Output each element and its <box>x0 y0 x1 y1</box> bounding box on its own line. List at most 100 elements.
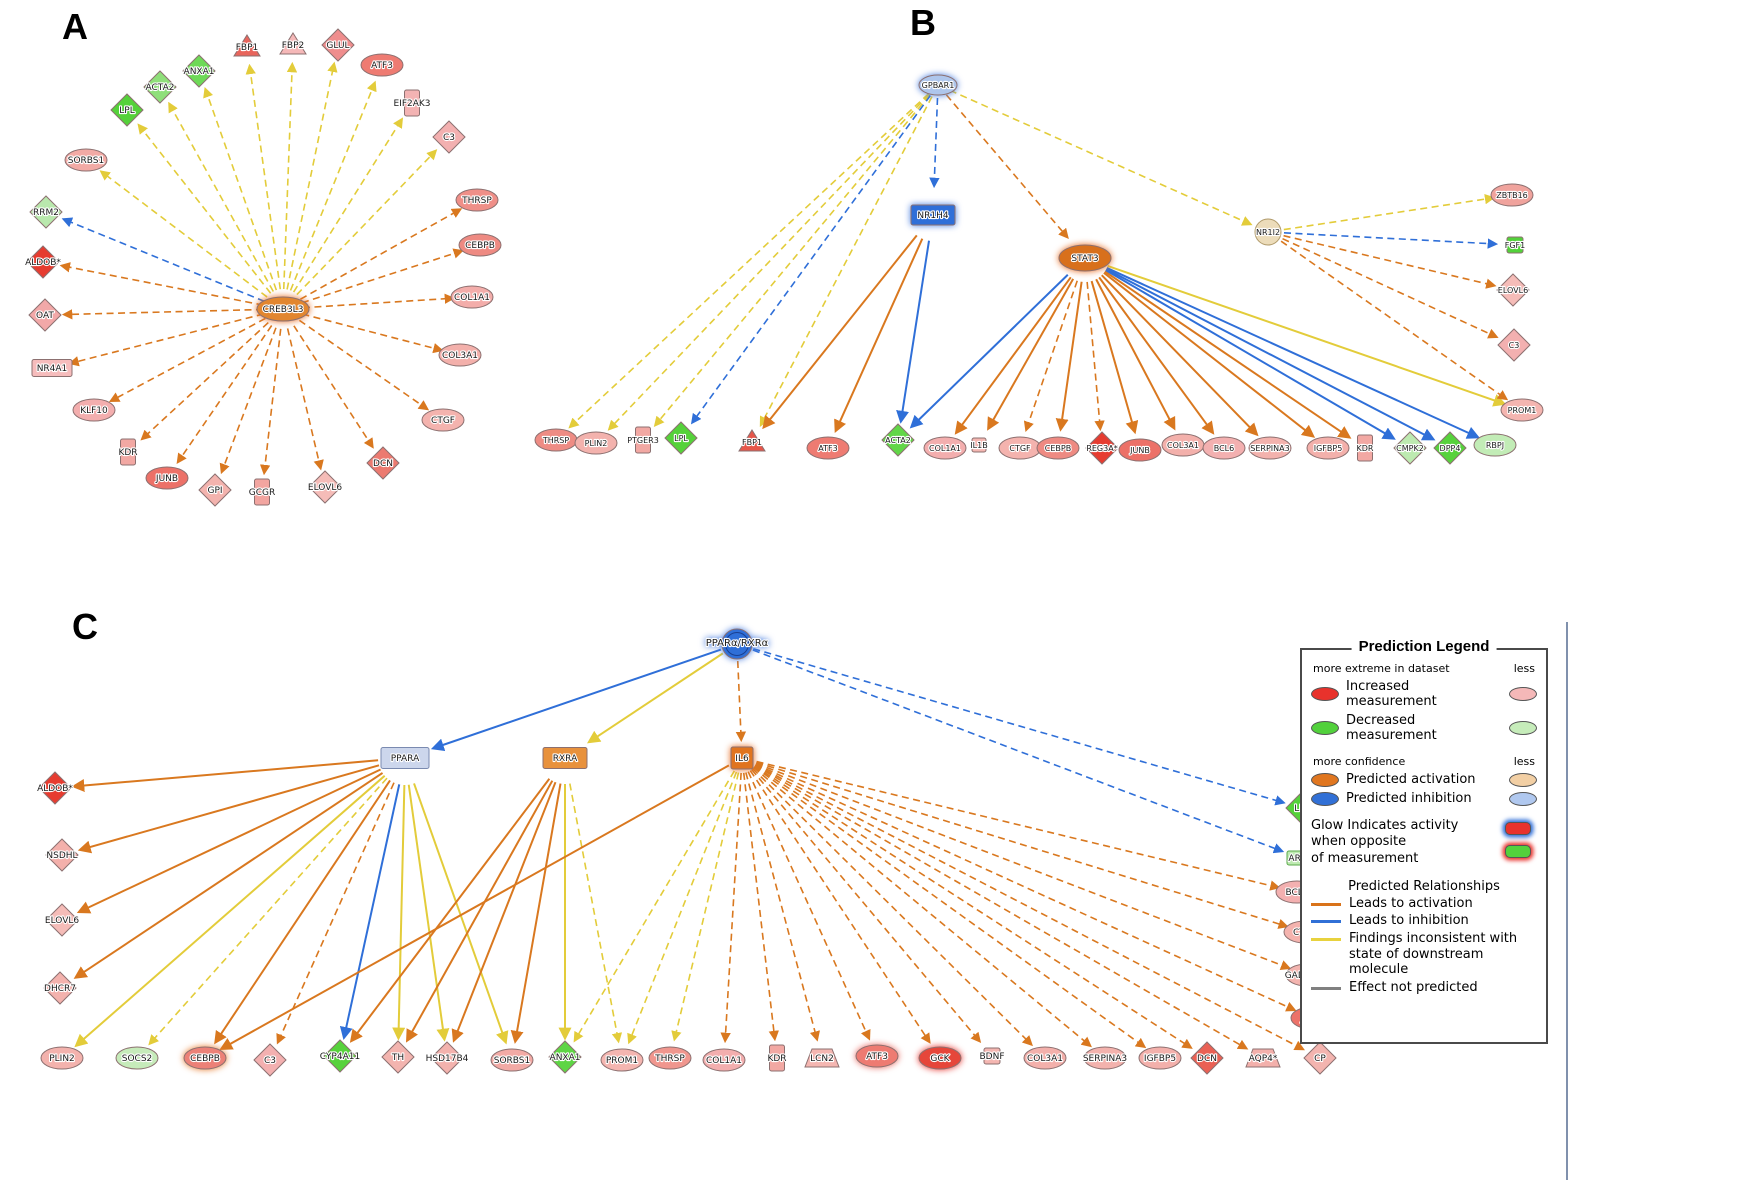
node-B-FGF1[interactable]: FGF1 <box>1504 236 1526 254</box>
node-A-ALDOB[interactable]: ALDOB* <box>24 245 63 279</box>
node-A-SORBS1[interactable]: SORBS1 <box>64 148 108 172</box>
node-B-NR1I2[interactable]: NR1I2 <box>1254 218 1282 246</box>
node-C-NSDHL[interactable]: NSDHL <box>45 838 79 872</box>
node-C-COL1A1[interactable]: COL1A1 <box>702 1048 746 1072</box>
node-B-REG3A[interactable]: REG3A* <box>1085 431 1119 465</box>
node-A-C3[interactable]: C3 <box>432 120 466 154</box>
node-C-THRSP[interactable]: THRSP <box>648 1046 692 1070</box>
node-B-PROM1[interactable]: PROM1 <box>1500 398 1544 422</box>
node-A-RRM2[interactable]: RRM2 <box>29 195 63 229</box>
node-A-HUB[interactable]: CREB3L3 <box>256 296 310 322</box>
node-A-NR4A1[interactable]: NR4A1 <box>31 359 73 377</box>
node-A-OAT[interactable]: OAT <box>28 298 62 332</box>
node-C-COL3A1[interactable]: COL3A1 <box>1023 1046 1067 1070</box>
node-C-ALDOB[interactable]: ALDOB* <box>36 771 75 805</box>
node-B-CEBPB[interactable]: CEBPB <box>1036 436 1080 460</box>
node-C-BDNF[interactable]: BDNF <box>978 1047 1006 1065</box>
legend-title: Prediction Legend <box>1351 638 1497 655</box>
node-label-ELOVL6: ELOVL6 <box>308 483 342 493</box>
node-C-SOCS2[interactable]: SOCS2 <box>115 1046 159 1070</box>
node-C-SERPINA3[interactable]: SERPINA3 <box>1082 1046 1128 1070</box>
edge-HUB-ATF3 <box>289 80 377 291</box>
node-A-ELOVL6[interactable]: ELOVL6 <box>307 470 343 504</box>
legend-row-inhibition: Predicted inhibition <box>1311 791 1537 806</box>
node-B-FBP1[interactable]: FBP1 <box>738 429 766 452</box>
node-C-PPARA[interactable]: PPARA <box>380 747 430 769</box>
node-B-IL1B[interactable]: IL1B <box>969 437 989 453</box>
node-C-SORBS1[interactable]: SORBS1 <box>490 1048 534 1072</box>
node-C-DCN[interactable]: DCN <box>1190 1041 1224 1075</box>
inhibition-line-icon <box>1311 920 1341 924</box>
node-A-JUNB[interactable]: JUNB <box>145 466 189 490</box>
node-C-RXRA[interactable]: RXRA <box>542 747 588 769</box>
node-A-EIF2AK3[interactable]: EIF2AK3 <box>392 89 432 117</box>
node-C-ANXA1[interactable]: ANXA1 <box>548 1040 582 1074</box>
node-label-NSDHL: NSDHL <box>46 851 77 861</box>
edge-HUB-KDR <box>140 321 269 441</box>
node-C-TH[interactable]: TH <box>381 1040 415 1074</box>
node-A-COL3A1[interactable]: COL3A1 <box>438 343 482 367</box>
node-B-PLIN2[interactable]: PLIN2 <box>574 431 618 455</box>
node-A-GPI[interactable]: GPI <box>198 473 232 507</box>
node-B-DPP4[interactable]: DPP4 <box>1433 431 1467 465</box>
node-C-DHCR7[interactable]: DHCR7 <box>43 971 77 1005</box>
node-B-ATF3[interactable]: ATF3 <box>806 436 850 460</box>
node-label-IL6: IL6 <box>735 754 749 764</box>
node-C-CP[interactable]: CP <box>1303 1041 1337 1075</box>
node-C-PROM1[interactable]: PROM1 <box>600 1048 644 1072</box>
node-A-GLUL[interactable]: GLUL <box>321 28 355 62</box>
node-B-RBPJ[interactable]: RBPJ <box>1473 433 1517 457</box>
node-B-BCL6[interactable]: BCL6 <box>1202 436 1246 460</box>
node-B-C3[interactable]: C3 <box>1497 328 1531 362</box>
node-B-SERPINA3[interactable]: SERPINA3 <box>1248 436 1292 460</box>
node-A-KLF10[interactable]: KLF10 <box>72 398 116 422</box>
node-C-C3[interactable]: C3 <box>253 1043 287 1077</box>
node-C-CEBPB[interactable]: CEBPB <box>183 1046 227 1070</box>
node-A-CEBPB[interactable]: CEBPB <box>458 233 502 257</box>
node-A-CTGF[interactable]: CTGF <box>421 408 465 432</box>
node-B-ELOVL6[interactable]: ELOVL6 <box>1496 273 1530 307</box>
edge-HUB-KLF10 <box>108 317 266 403</box>
node-B-COL1A1[interactable]: COL1A1 <box>923 436 967 460</box>
node-A-ATF3[interactable]: ATF3 <box>360 53 404 77</box>
node-B-STAT3[interactable]: STAT3 <box>1058 244 1112 272</box>
node-C-ELOVL6[interactable]: ELOVL6 <box>44 903 80 937</box>
node-B-IGFBP5[interactable]: IGFBP5 <box>1306 436 1350 460</box>
node-B-GPBAR1[interactable]: GPBAR1 <box>918 74 958 96</box>
node-C-HSD17B4[interactable]: HSD17B4 <box>425 1041 470 1075</box>
node-A-ANXA1[interactable]: ANXA1 <box>182 54 216 88</box>
node-A-KDR[interactable]: KDR <box>117 438 139 466</box>
node-C-IL6[interactable]: IL6 <box>730 746 754 770</box>
node-A-ACTA2[interactable]: ACTA2 <box>143 70 177 104</box>
node-B-JUNB[interactable]: JUNB <box>1118 438 1162 462</box>
node-B-KDR[interactable]: KDR <box>1355 434 1375 462</box>
node-B-THRSP[interactable]: THRSP <box>534 428 578 452</box>
node-C-CYP4A11[interactable]: CYP4A11 <box>319 1039 361 1073</box>
node-A-LPL[interactable]: LPL <box>110 93 144 127</box>
node-A-THRSP[interactable]: THRSP <box>455 188 499 212</box>
node-C-AQP4[interactable]: AQP4* <box>1245 1048 1281 1068</box>
edge-RXRA-TH <box>405 780 554 1043</box>
node-A-FBP1[interactable]: FBP1 <box>233 34 261 57</box>
node-B-PTGER3[interactable]: PTGER3 <box>626 426 660 454</box>
node-B-ACTA2[interactable]: ACTA2 <box>881 423 915 457</box>
panel-a-label: A <box>62 6 88 47</box>
node-A-DCN[interactable]: DCN <box>366 446 400 480</box>
node-C-IGFBP5[interactable]: IGFBP5 <box>1138 1046 1182 1070</box>
node-B-LPL[interactable]: LPL <box>664 421 698 455</box>
node-A-GCGR[interactable]: GCGR <box>248 478 276 506</box>
node-C-CPLX[interactable]: PPARα/RXRα <box>705 628 770 660</box>
node-A-COL1A1[interactable]: COL1A1 <box>450 285 494 309</box>
node-B-CTGF[interactable]: CTGF <box>998 436 1042 460</box>
edge-IL6-DCN <box>754 765 1193 1049</box>
node-B-CMPK2[interactable]: CMPK2 <box>1393 431 1427 465</box>
node-C-ATF3[interactable]: ATF3 <box>855 1044 899 1068</box>
node-B-NR1H4[interactable]: NR1H4 <box>910 204 956 226</box>
node-B-COL3A1[interactable]: COL3A1 <box>1161 433 1205 457</box>
node-A-FBP2[interactable]: FBP2 <box>279 32 307 55</box>
node-C-LCN2[interactable]: LCN2 <box>804 1048 840 1068</box>
node-C-GCK[interactable]: GCK <box>918 1046 962 1070</box>
node-C-KDR[interactable]: KDR <box>766 1044 788 1072</box>
node-B-ZBTB16[interactable]: ZBTB16 <box>1490 183 1534 207</box>
node-C-PLIN2[interactable]: PLIN2 <box>40 1046 84 1070</box>
